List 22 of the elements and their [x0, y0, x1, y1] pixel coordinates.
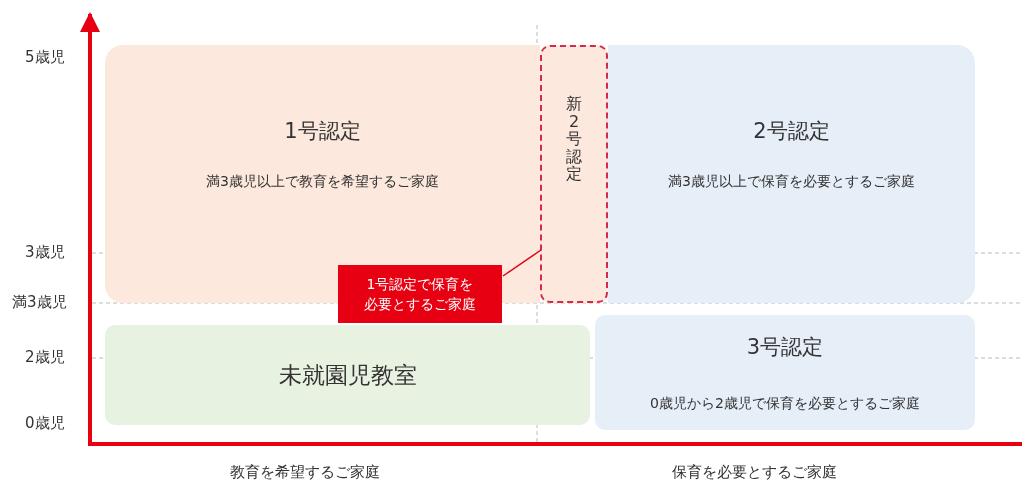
classroom-area: [105, 325, 590, 425]
callout-box: [338, 265, 502, 323]
heading: 3号認定: [746, 333, 824, 361]
axis-tick-label: 2歳児: [25, 348, 65, 367]
heading: 2号認定: [753, 118, 830, 145]
dashed-certification-area: [540, 45, 608, 303]
axis-tick-label: 満3歳児: [12, 293, 67, 312]
heading: 1号認定: [284, 118, 361, 145]
certification-area: [595, 315, 975, 430]
description: 0歳児から2歳児で保育を必要とするご家庭: [650, 394, 920, 413]
description: 満3歳児以上で教育を希望するご家庭: [206, 173, 439, 191]
heading: 未就園児教室: [278, 360, 417, 390]
certification-area: [608, 45, 975, 303]
leader-line: [502, 249, 542, 277]
description: 満3歳児以上で保育を必要とするご家庭: [668, 173, 915, 191]
callout-text: 1号認定で保育を必要とするご家庭: [363, 274, 477, 314]
heading: 新2号認定: [566, 95, 582, 183]
axis-tick-label: 0歳児: [25, 414, 65, 433]
axis-label: 教育を希望するご家庭: [230, 463, 380, 482]
axis-tick-label: 5歳児: [25, 48, 65, 67]
axis-label: 保育を必要とするご家庭: [672, 463, 837, 482]
axis-tick-label: 3歳児: [25, 243, 65, 262]
